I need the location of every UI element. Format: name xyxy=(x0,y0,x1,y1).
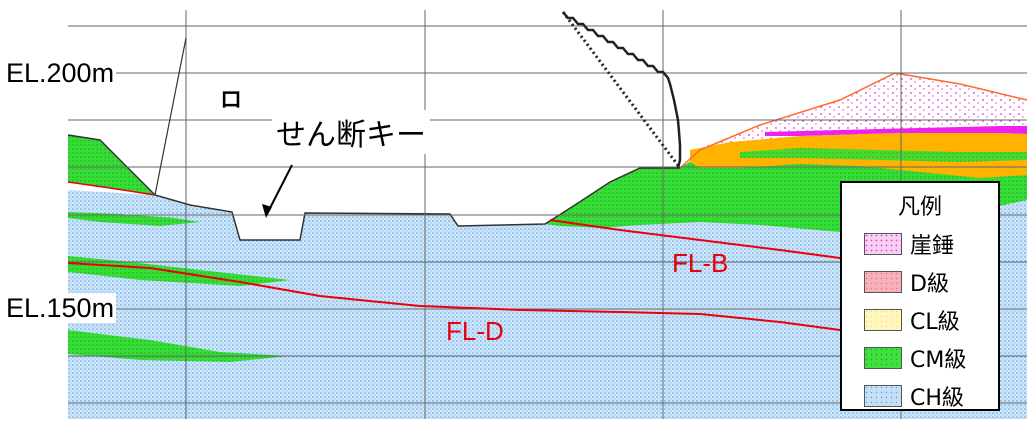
cm-zone-lower-lens xyxy=(68,330,290,362)
legend-swatch-talus xyxy=(864,233,902,255)
legend-label: D級 xyxy=(910,272,949,297)
fault-label-fl-d: FL-D xyxy=(446,316,504,346)
box-mark: ロ xyxy=(220,88,243,113)
cm-zone-left-slope xyxy=(68,135,155,195)
legend-label: CH級 xyxy=(910,386,964,411)
shear-key-label: せん断キー xyxy=(272,110,430,154)
legend-swatch-cl xyxy=(864,309,902,331)
cm-zone-mid-lens xyxy=(68,256,290,286)
legend-item-ch: CH級 xyxy=(842,377,998,415)
legend-label: CM級 xyxy=(910,348,967,373)
legend-title: 凡例 xyxy=(897,195,942,220)
talus-dense-band xyxy=(765,126,1027,136)
legend-label: 崖錘 xyxy=(910,234,955,259)
cm-band-in-cl xyxy=(740,148,1027,162)
legend-item-talus: 崖錘 xyxy=(842,225,998,263)
callout-arrowhead xyxy=(262,204,272,218)
legend-item-cm: CM級 xyxy=(842,339,998,377)
legend-swatch-cm xyxy=(864,347,902,369)
cut-slope-line xyxy=(154,37,187,196)
legend-swatch-ch xyxy=(864,385,902,407)
fault-line-fl-d xyxy=(67,262,841,331)
fault-label-fl-b: FL-B xyxy=(672,248,729,278)
legend-item-cl: CL級 xyxy=(842,301,998,339)
legend: 凡例 崖錘 D級 CL級 CM級 CH級 xyxy=(840,181,1000,411)
callout-arrow xyxy=(267,164,293,213)
legend-item-d: D級 xyxy=(842,263,998,301)
stepped-excavation-steps xyxy=(561,11,682,169)
fault-line-upper-left xyxy=(67,181,156,196)
legend-swatch-d xyxy=(864,271,902,293)
elevation-label-lower: EL.150m xyxy=(4,293,117,323)
stepped-excavation-line xyxy=(562,11,682,169)
original-surface-line xyxy=(679,72,1027,169)
legend-label: CL級 xyxy=(910,310,960,335)
ground-surface-line xyxy=(67,134,680,241)
elevation-label-upper: EL.200m xyxy=(4,58,117,88)
